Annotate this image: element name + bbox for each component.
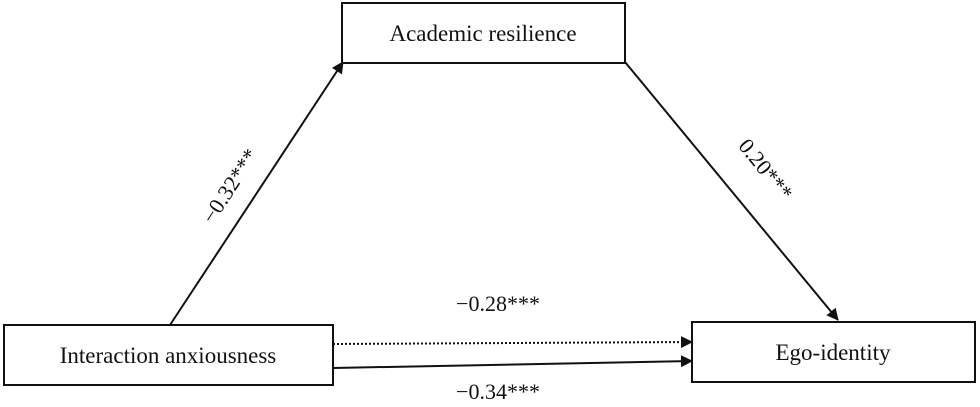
path-a-arrow bbox=[169, 61, 344, 326]
predictor-label: Interaction anxiousness bbox=[60, 343, 277, 368]
mediator-label: Academic resilience bbox=[389, 21, 576, 46]
path-b-arrow bbox=[624, 61, 839, 321]
path-c-prime-arrow bbox=[332, 336, 693, 349]
predictor-node: Interaction anxiousness bbox=[3, 324, 334, 386]
path-a-coefficient: −0.32*** bbox=[196, 144, 263, 228]
outcome-node: Ego-identity bbox=[691, 321, 976, 383]
mediator-node: Academic resilience bbox=[341, 2, 626, 64]
path-c-coefficient: −0.34*** bbox=[456, 379, 540, 404]
path-b-coefficient: 0.20*** bbox=[734, 134, 798, 205]
outcome-label: Ego-identity bbox=[776, 340, 891, 365]
path-c-prime-coefficient: −0.28*** bbox=[456, 291, 540, 316]
path-c-arrow bbox=[332, 355, 693, 369]
